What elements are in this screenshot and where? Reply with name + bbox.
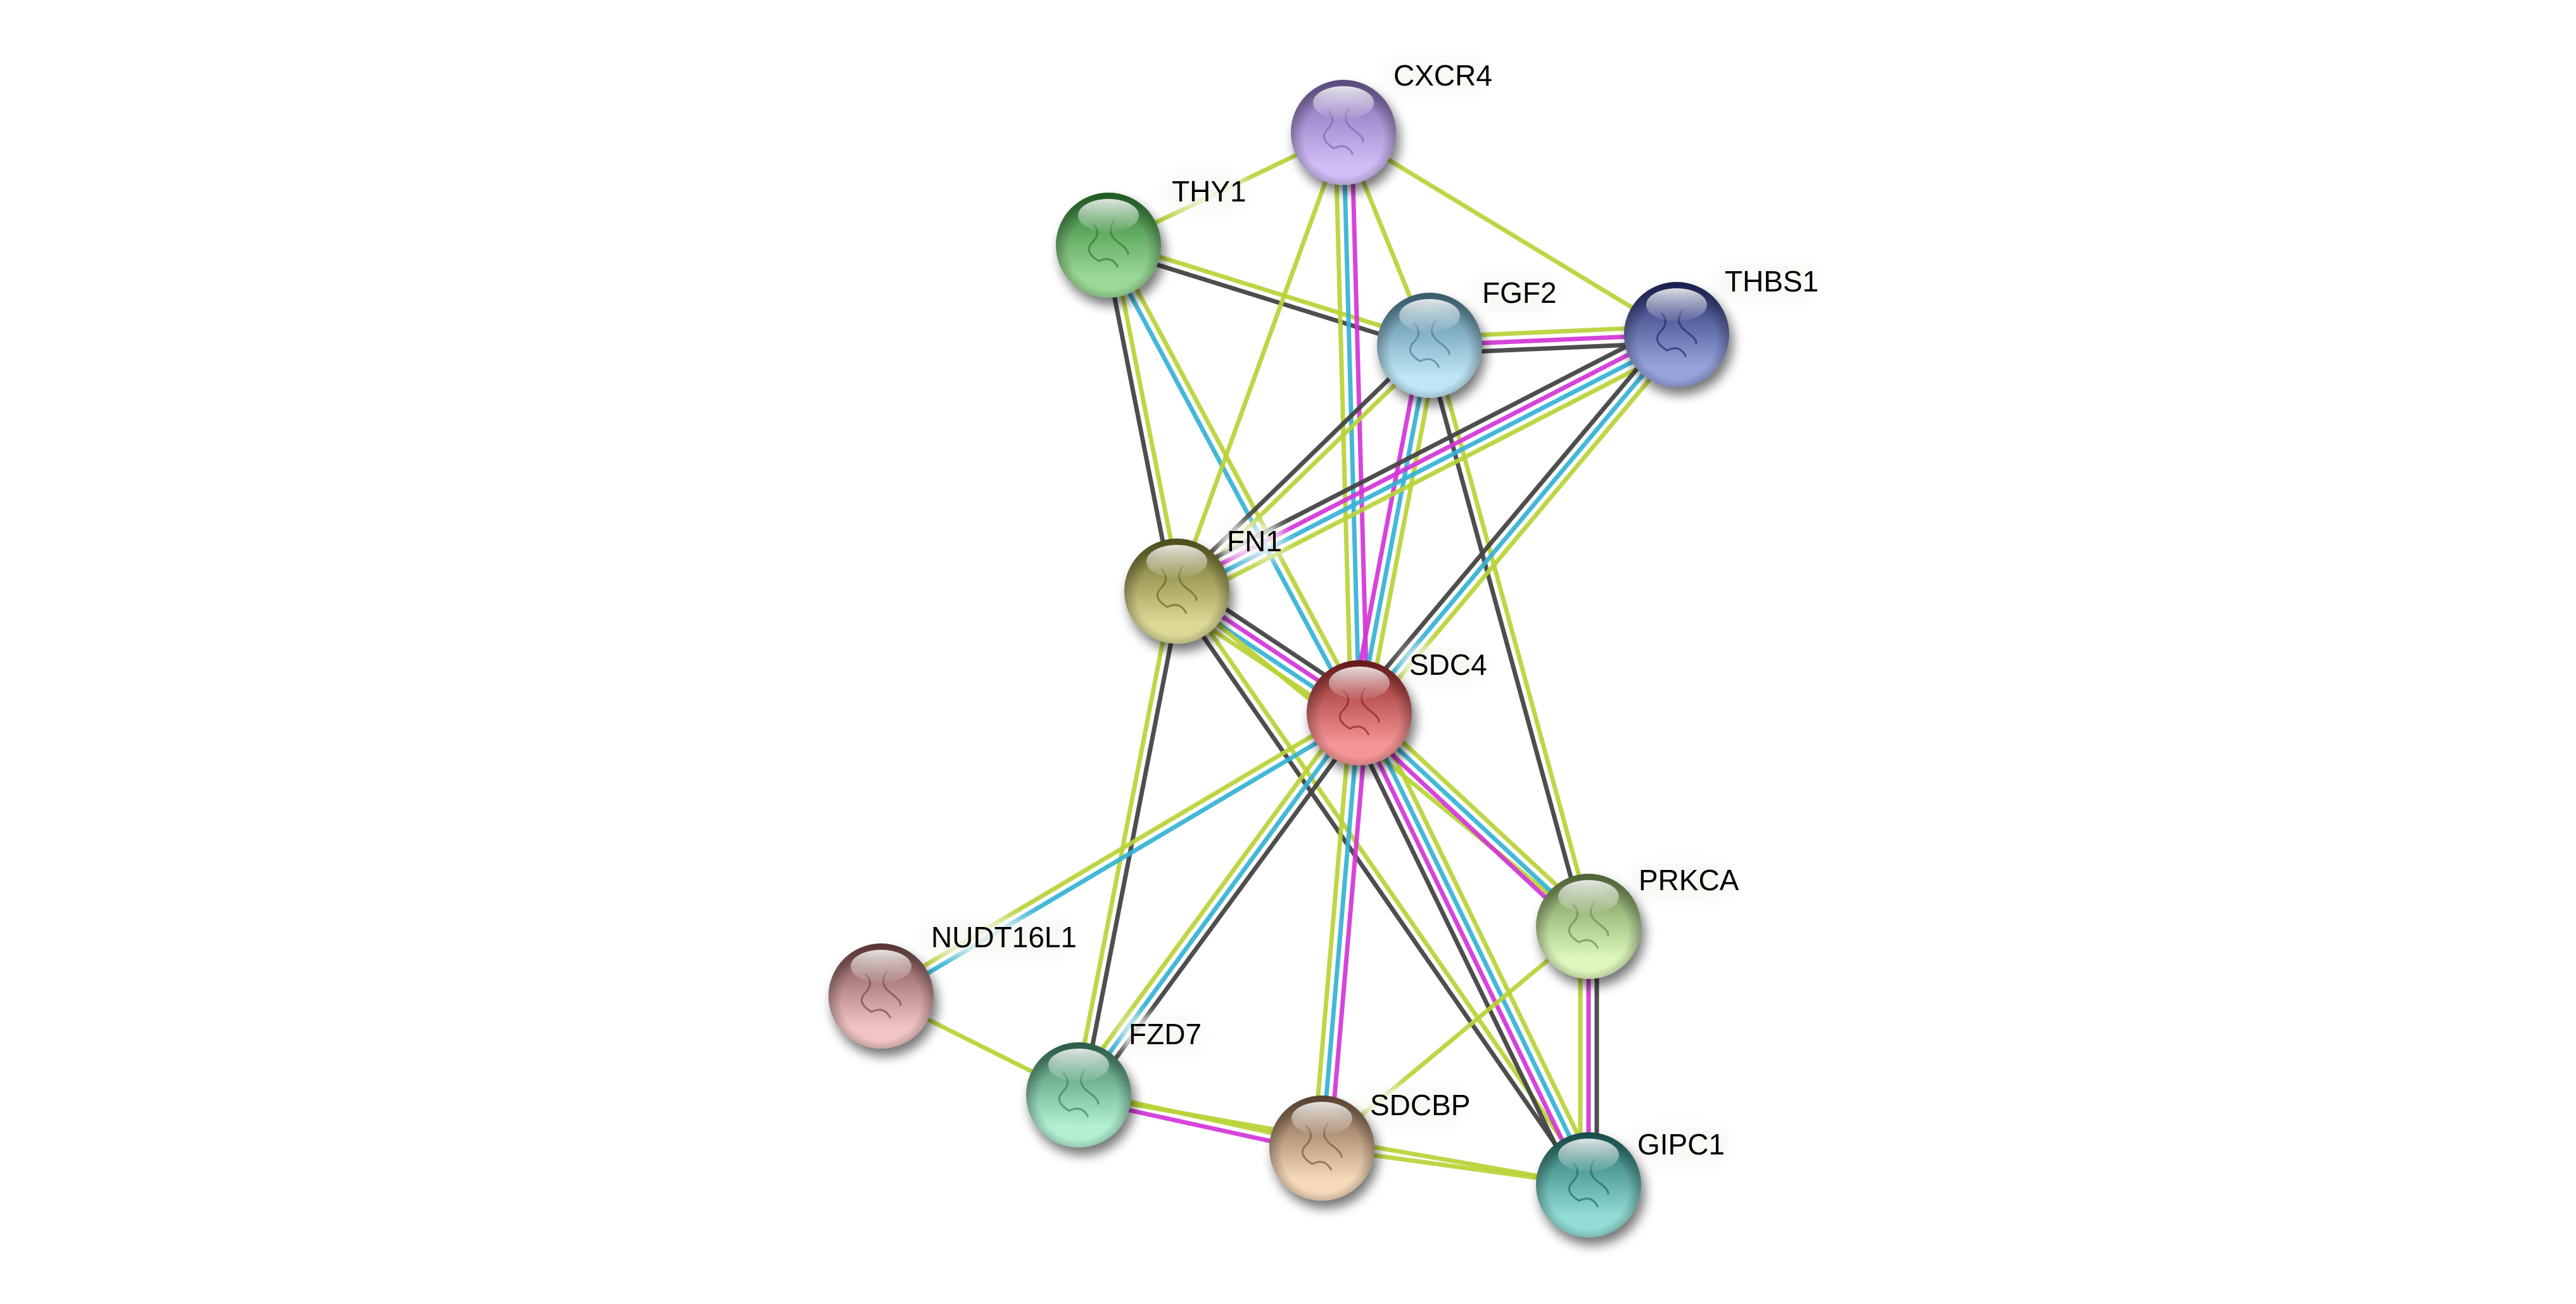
edge-thy1-fn1[interactable] <box>1102 244 1183 592</box>
node-label-fgf2: FGF2 <box>1475 275 1557 312</box>
edge-cxcr4-fn1[interactable] <box>1174 131 1346 592</box>
edge-line-database <box>1319 712 1362 1149</box>
edge-line-database <box>1361 710 1594 1184</box>
edge-line-textmining <box>1110 242 1365 712</box>
label-background <box>1402 647 1483 684</box>
label-background <box>1386 58 1484 94</box>
edge-line-textmining <box>1363 705 1596 923</box>
node-label-prkca: PRKCA <box>1631 862 1739 899</box>
node-highlight <box>1048 1049 1109 1082</box>
node-highlight <box>1313 86 1374 119</box>
label-background <box>1717 264 1815 300</box>
node-highlight <box>1646 288 1707 321</box>
node-label-text: FN1 <box>1227 525 1282 558</box>
node-highlight <box>1399 299 1460 332</box>
node-highlight <box>1558 1139 1619 1172</box>
label-background <box>1164 174 1245 210</box>
edge-line-textmining <box>1365 346 1440 715</box>
node-label-text: PRKCA <box>1639 864 1739 897</box>
node-label-fn1: FN1 <box>1219 523 1283 560</box>
edge-line-experiment <box>1328 713 1370 1149</box>
node-sdc4[interactable] <box>1307 660 1412 765</box>
edge-line-experiment <box>1348 343 1424 712</box>
node-label-text: NUDT16L1 <box>931 921 1077 954</box>
node-label-text: CXCR4 <box>1393 59 1492 92</box>
node-label-cxcr4: CXCR4 <box>1386 58 1492 94</box>
label-background <box>1362 1087 1461 1124</box>
node-fn1[interactable] <box>1124 539 1229 644</box>
edge-thy1-fgf2[interactable] <box>1107 239 1431 352</box>
node-label-text: FZD7 <box>1129 1018 1202 1051</box>
edge-line-coexpression <box>1107 246 1430 352</box>
label-background <box>1121 1016 1202 1053</box>
edge-line-textmining <box>1070 706 1355 1092</box>
node-highlight <box>1291 1102 1352 1135</box>
edge-line-experiment <box>1352 717 1585 935</box>
node-prkca[interactable] <box>1536 874 1641 979</box>
node-highlight <box>1146 545 1207 578</box>
label-background <box>1475 275 1556 312</box>
node-thy1[interactable] <box>1056 193 1161 298</box>
node-label-text: THY1 <box>1172 175 1247 208</box>
node-highlight <box>851 950 911 983</box>
edge-line-coexpression <box>1172 340 1428 590</box>
edge-line-textmining <box>1174 131 1346 592</box>
node-label-text: SDCBP <box>1370 1089 1470 1122</box>
node-label-text: GIPC1 <box>1637 1128 1725 1161</box>
edge-line-coexpression <box>1171 592 1587 1189</box>
edge-line-coexpression <box>1102 245 1176 592</box>
edge-line-database <box>1341 132 1362 713</box>
edge-fgf2-sdc4[interactable] <box>1348 343 1440 715</box>
node-nudt16l1[interactable] <box>828 943 934 1049</box>
node-label-nudt16l1: NUDT16L1 <box>923 919 1077 956</box>
node-thbs1[interactable] <box>1624 282 1729 387</box>
edge-line-textmining <box>1072 590 1176 1095</box>
edge-line-coexpression <box>1346 717 1580 1192</box>
label-background <box>923 919 1073 956</box>
label-background <box>1631 862 1729 899</box>
node-label-text: FGF2 <box>1482 276 1557 309</box>
nodes-layer <box>828 80 1729 1237</box>
edge-line-experiment <box>1354 713 1587 1188</box>
node-fzd7[interactable] <box>1026 1042 1131 1147</box>
node-label-text: SDC4 <box>1409 648 1487 681</box>
node-label-text: THBS1 <box>1725 265 1818 298</box>
edge-line-database <box>1103 246 1358 716</box>
node-highlight <box>1078 199 1139 232</box>
edge-line-database <box>882 714 1363 1002</box>
edge-line-textmining <box>1110 244 1183 591</box>
node-label-thbs1: THBS1 <box>1717 264 1818 300</box>
edge-line-textmining <box>1311 712 1354 1148</box>
node-fgf2[interactable] <box>1377 293 1482 398</box>
edge-thy1-sdc4[interactable] <box>1103 242 1365 716</box>
node-sdcbp[interactable] <box>1269 1096 1374 1201</box>
edge-line-coexpression <box>1351 328 1672 709</box>
edge-sdc4-sdcbp[interactable] <box>1311 712 1370 1149</box>
label-background <box>1219 523 1283 560</box>
node-highlight <box>1558 880 1619 913</box>
edge-line-database <box>1357 345 1432 713</box>
edge-line-textmining <box>1368 706 1602 1181</box>
node-label-thy1: THY1 <box>1164 174 1247 210</box>
edge-cxcr4-thbs1[interactable] <box>1342 131 1678 336</box>
edge-line-textmining <box>1342 131 1678 336</box>
edge-line-experiment <box>1349 132 1370 713</box>
node-label-sdcbp: SDCBP <box>1362 1087 1470 1124</box>
node-label-gipc1: GIPC1 <box>1630 1127 1728 1163</box>
node-highlight <box>1329 667 1390 700</box>
node-cxcr4[interactable] <box>1291 80 1396 185</box>
edge-line-textmining <box>1108 239 1431 344</box>
edges-layer <box>877 130 1685 1192</box>
node-label-fzd7: FZD7 <box>1121 1016 1202 1053</box>
node-gipc1[interactable] <box>1536 1132 1641 1237</box>
node-label-sdc4: SDC4 <box>1402 647 1487 684</box>
label-background <box>1630 1127 1728 1163</box>
edge-cxcr4-sdc4[interactable] <box>1333 132 1370 713</box>
edge-sdc4-gipc1[interactable] <box>1346 706 1602 1192</box>
